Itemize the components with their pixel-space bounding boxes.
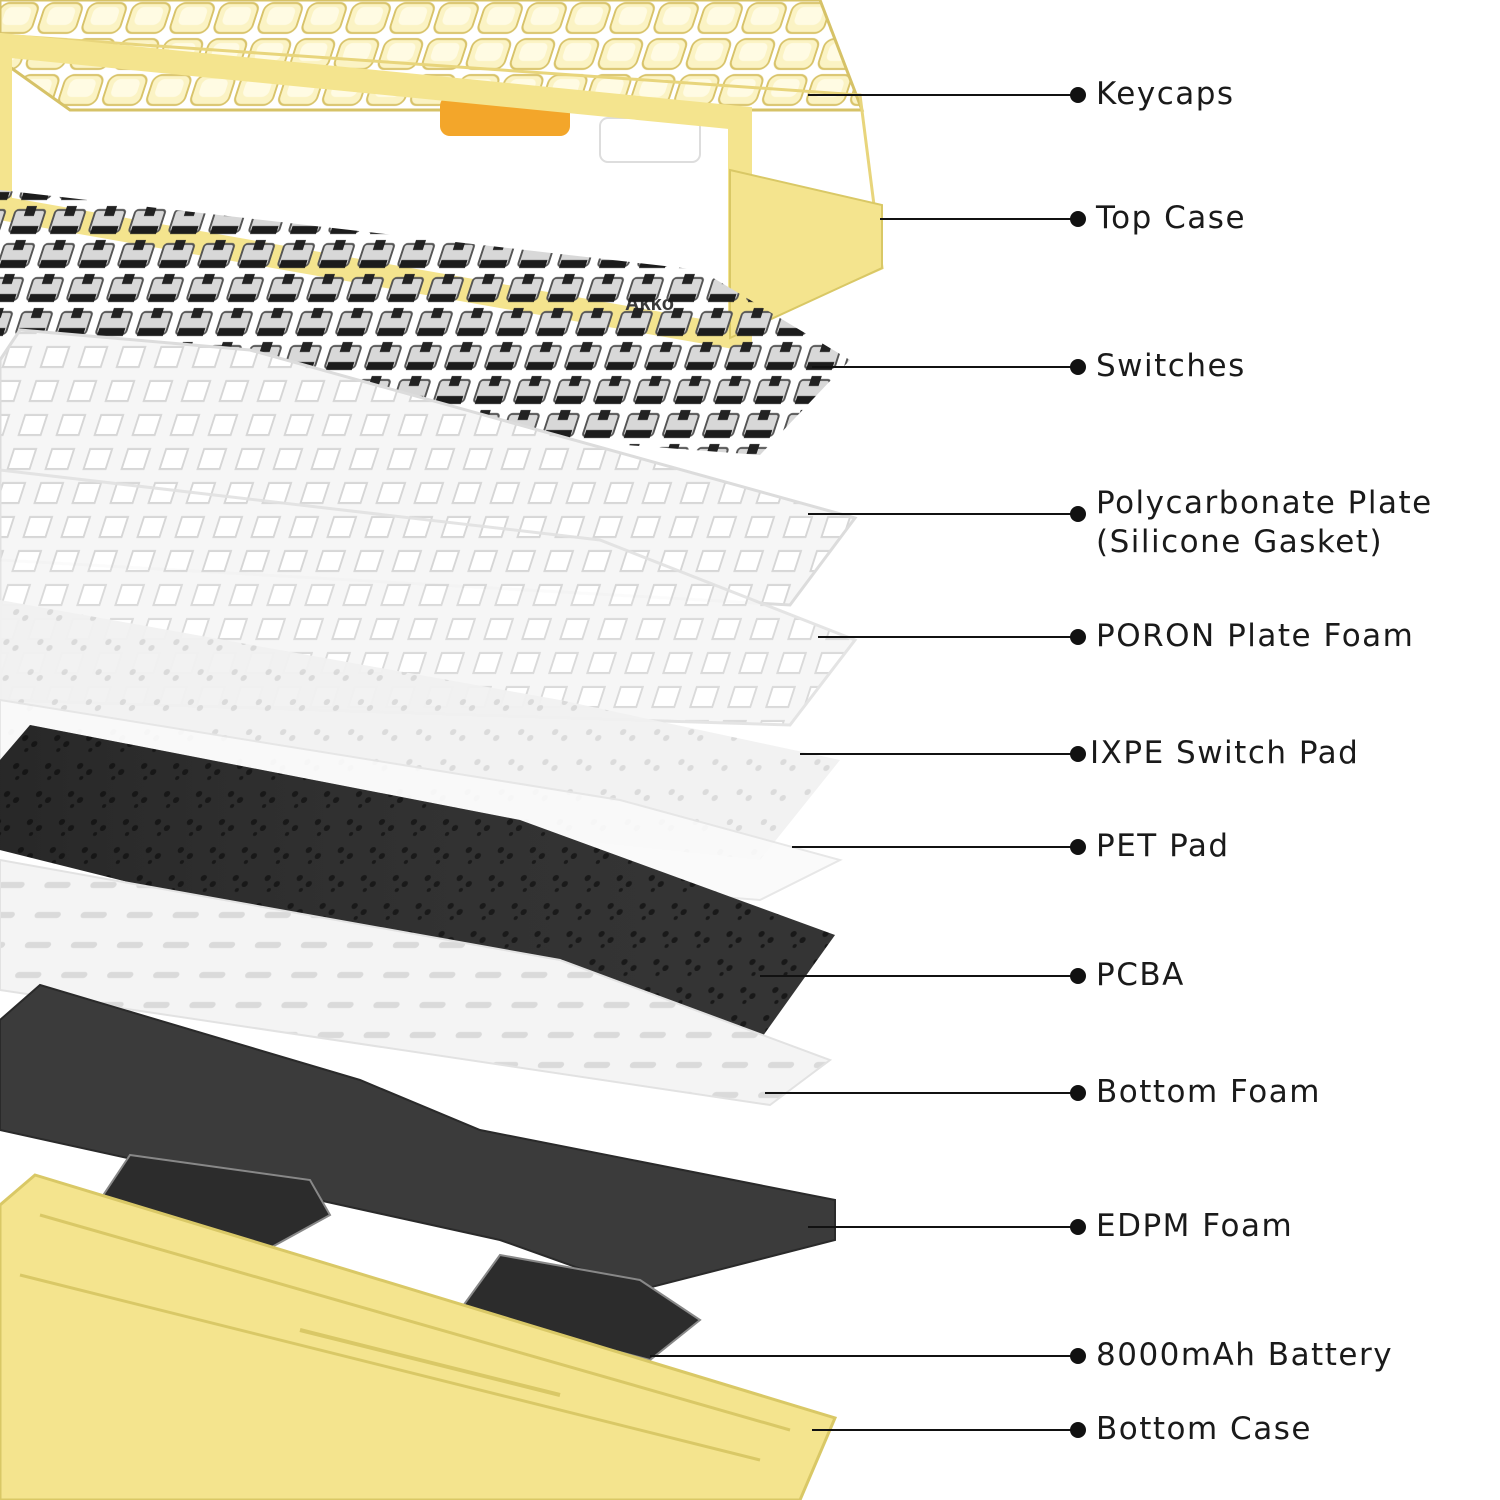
- callout-dot: [1070, 87, 1086, 103]
- label-line: Top Case: [1096, 200, 1247, 236]
- label-line: EDPM Foam: [1096, 1208, 1294, 1244]
- label-line: PCBA: [1096, 957, 1185, 993]
- label-line: 8000mAh Battery: [1096, 1337, 1394, 1373]
- label-line: Switches: [1096, 348, 1246, 384]
- layer-label-ixpe-pad: IXPE Switch Pad: [1090, 734, 1359, 773]
- label-line: Keycaps: [1096, 76, 1235, 112]
- callout-dot: [1070, 359, 1086, 375]
- bottom-foam-layer: [0, 858, 833, 1107]
- layer-label-pc-plate: Polycarbonate Plate (Silicone Gasket): [1096, 484, 1433, 562]
- layer-label-poron-foam: PORON Plate Foam: [1096, 617, 1414, 656]
- leader-line: [765, 1092, 1078, 1094]
- leader-line: [800, 753, 1078, 755]
- label-line: Bottom Foam: [1096, 1074, 1321, 1110]
- pcba-layer: [0, 725, 835, 1040]
- layer-label-bottom-foam: Bottom Foam: [1096, 1073, 1321, 1112]
- callout-dot: [1070, 1422, 1086, 1438]
- label-line: PORON Plate Foam: [1096, 618, 1415, 654]
- layer-label-battery: 8000mAh Battery: [1096, 1336, 1393, 1375]
- callout-dot: [1070, 629, 1086, 645]
- layer-label-switches: Switches: [1096, 347, 1246, 386]
- layer-label-pcba: PCBA: [1096, 956, 1185, 995]
- leader-line: [808, 1226, 1078, 1228]
- leader-line: [880, 218, 1078, 220]
- callout-dot: [1070, 968, 1086, 984]
- leader-line: [792, 846, 1078, 848]
- callout-dot: [1070, 1085, 1086, 1101]
- callout-dot: [1070, 1219, 1086, 1235]
- bottom-case-layer: [0, 1173, 838, 1500]
- leader-line: [812, 366, 1078, 368]
- switches-layer: [0, 190, 850, 455]
- label-line: Bottom Case: [1096, 1411, 1312, 1447]
- callout-dot: [1070, 506, 1086, 522]
- callout-dot: [1070, 839, 1086, 855]
- keycaps-layer: [0, 0, 865, 163]
- label-line: (Silicone Gasket): [1096, 524, 1384, 560]
- callout-dot: [1070, 1348, 1086, 1364]
- layer-label-pet-pad: PET Pad: [1096, 827, 1230, 866]
- leader-line: [818, 636, 1078, 638]
- leader-line: [808, 94, 1078, 96]
- layer-label-edpm-foam: EDPM Foam: [1096, 1207, 1293, 1246]
- layer-label-keycaps: Keycaps: [1096, 75, 1235, 114]
- leader-line: [808, 513, 1078, 515]
- leader-line: [650, 1355, 1078, 1357]
- battery-layer: [98, 1153, 702, 1362]
- callout-dot: [1070, 746, 1086, 762]
- label-line: Polycarbonate Plate: [1096, 485, 1433, 521]
- leader-line: [760, 975, 1078, 977]
- callout-dot: [1070, 211, 1086, 227]
- layer-label-bottom-case: Bottom Case: [1096, 1410, 1312, 1449]
- layer-label-top-case: Top Case: [1096, 199, 1246, 238]
- label-line: PET Pad: [1096, 828, 1230, 864]
- label-line: IXPE Switch Pad: [1090, 735, 1360, 771]
- leader-line: [812, 1429, 1078, 1431]
- edpm-foam-layer: [0, 983, 836, 1292]
